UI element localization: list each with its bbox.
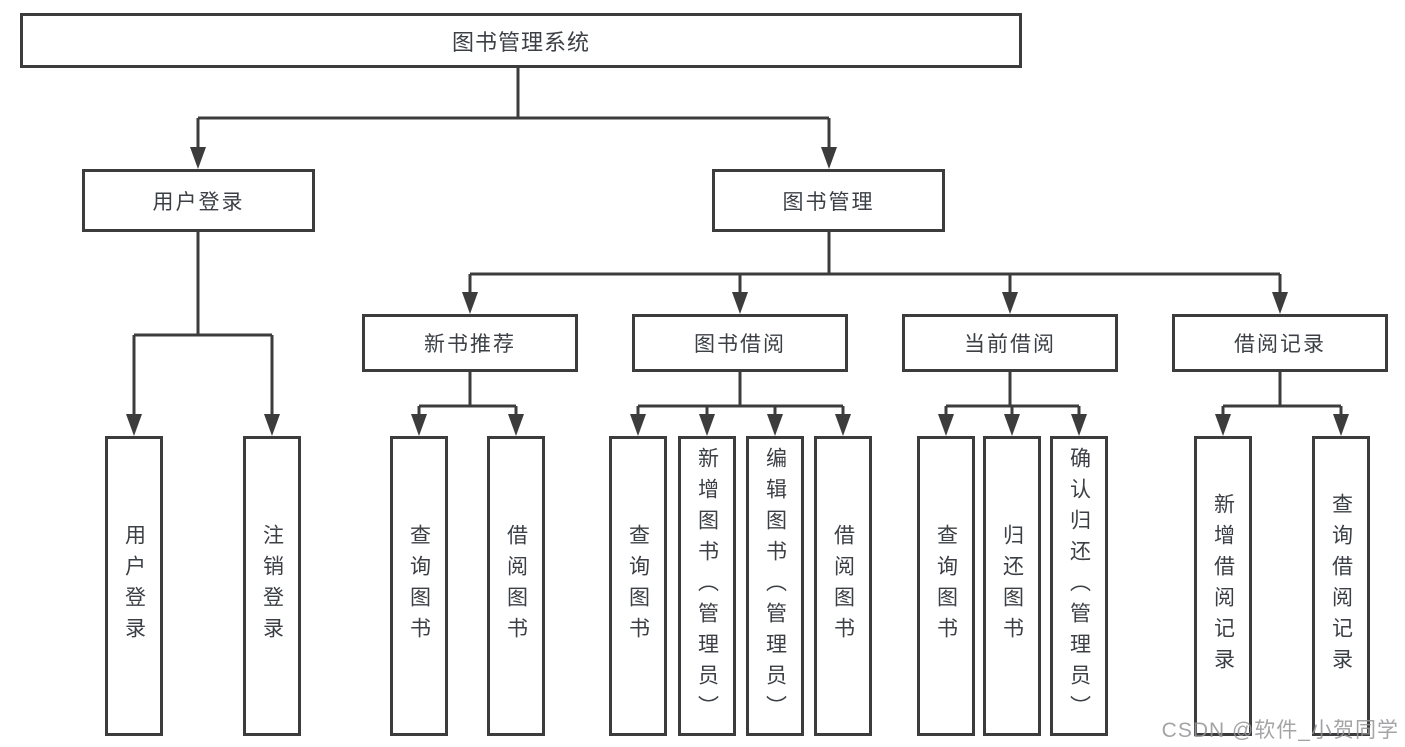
leaf-borrow-books: 借阅图书 [814, 436, 872, 736]
node-new-book-recommendation-label: 新书推荐 [424, 333, 516, 356]
leaf-return-books-label: 归还图书 [1000, 524, 1024, 648]
leaf-edit-books-admin-label: 编辑图书（管理员） [763, 446, 787, 726]
node-user-login-label: 用户登录 [152, 190, 245, 214]
node-new-book-recommendation: 新书推荐 [362, 314, 578, 372]
leaf-logout: 注销登录 [243, 436, 301, 736]
leaf-return-books: 归还图书 [983, 436, 1041, 736]
leaf-borrow-books-recommend: 借阅图书 [487, 436, 545, 736]
leaf-add-books-admin-label: 新增图书（管理员） [695, 446, 719, 726]
leaf-logout-label: 注销登录 [260, 524, 284, 648]
leaf-user-login: 用户登录 [105, 436, 163, 736]
node-book-management: 图书管理 [712, 169, 945, 232]
leaf-query-books-current-label: 查询图书 [934, 524, 958, 648]
leaf-query-books-recommend-label: 查询图书 [407, 524, 431, 648]
node-book-management-label: 图书管理 [782, 190, 875, 214]
leaf-query-books-current: 查询图书 [917, 436, 975, 736]
leaf-query-books-borrow-label: 查询图书 [626, 524, 650, 648]
leaf-query-borrow-record: 查询借阅记录 [1312, 436, 1370, 736]
watermark: CSDN @软件_小贺同学 [1161, 719, 1399, 742]
leaf-user-login-label: 用户登录 [122, 524, 146, 648]
node-root: 图书管理系统 [20, 13, 1022, 68]
node-book-borrowing-label: 图书借阅 [694, 333, 786, 356]
leaf-query-books-recommend: 查询图书 [390, 436, 448, 736]
leaf-confirm-return-admin: 确认归还（管理员） [1050, 436, 1108, 736]
node-borrowing-records-label: 借阅记录 [1234, 333, 1326, 356]
node-current-borrowing-label: 当前借阅 [964, 333, 1056, 356]
leaf-add-borrow-record: 新增借阅记录 [1194, 436, 1252, 736]
leaf-borrow-books-recommend-label: 借阅图书 [504, 524, 528, 648]
leaf-query-borrow-record-label: 查询借阅记录 [1329, 493, 1353, 679]
node-root-label: 图书管理系统 [451, 29, 590, 55]
leaf-borrow-books-label: 借阅图书 [831, 524, 855, 648]
leaf-confirm-return-admin-label: 确认归还（管理员） [1067, 446, 1091, 726]
node-borrowing-records: 借阅记录 [1172, 314, 1388, 372]
leaf-add-borrow-record-label: 新增借阅记录 [1211, 493, 1235, 679]
leaf-edit-books-admin: 编辑图书（管理员） [746, 436, 804, 736]
node-user-login: 用户登录 [82, 169, 315, 232]
leaf-add-books-admin: 新增图书（管理员） [678, 436, 736, 736]
leaf-query-books-borrow: 查询图书 [609, 436, 667, 736]
node-current-borrowing: 当前借阅 [902, 314, 1118, 372]
node-book-borrowing: 图书借阅 [632, 314, 848, 372]
